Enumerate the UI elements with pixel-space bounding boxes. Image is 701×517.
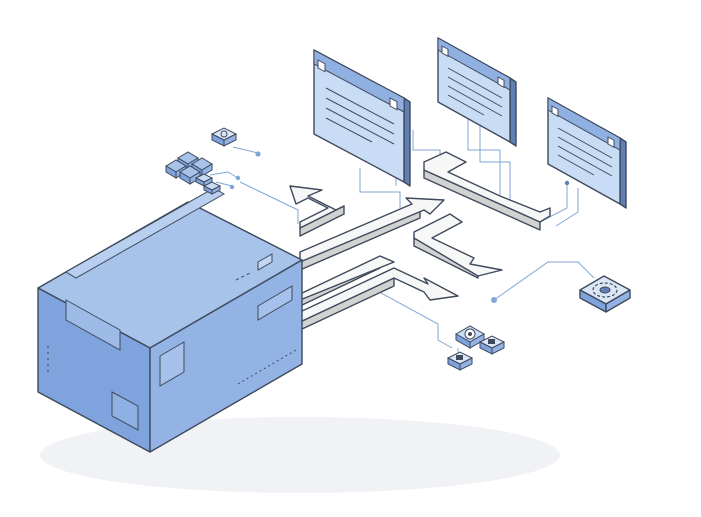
wire <box>232 146 259 154</box>
flow-arrow <box>289 185 345 237</box>
flow-arrows <box>289 151 551 331</box>
text-line <box>325 97 395 135</box>
window-panel <box>313 49 411 187</box>
window-button <box>317 59 326 73</box>
window-button <box>441 45 449 58</box>
wire <box>359 168 401 208</box>
flow-arrow <box>413 151 551 279</box>
node-cube <box>202 181 222 195</box>
wire-endpoint <box>229 184 235 190</box>
text-line <box>557 127 613 159</box>
wire <box>215 181 233 187</box>
shipping-box-icon <box>37 187 303 453</box>
window-panel <box>437 37 517 147</box>
text-line <box>325 107 395 145</box>
wire-endpoint <box>255 151 261 157</box>
wire <box>493 261 595 301</box>
target-icon <box>579 275 631 313</box>
box-label <box>257 253 273 271</box>
box-label <box>65 299 121 351</box>
window-button <box>607 136 615 149</box>
window-panel <box>547 97 627 209</box>
chip-node-icon <box>446 351 474 371</box>
box-label <box>257 285 293 321</box>
box-label <box>111 391 139 431</box>
wire <box>239 181 299 224</box>
connector-wires <box>209 118 595 358</box>
text-line <box>447 67 503 99</box>
wire-endpoint <box>491 297 497 303</box>
wire <box>479 126 511 200</box>
chip-node-icon <box>210 127 238 147</box>
text-line <box>325 117 373 143</box>
box-marking <box>235 271 253 281</box>
text-line <box>447 85 503 117</box>
network-cluster-icon <box>165 151 222 195</box>
wire <box>371 287 453 349</box>
window-button <box>497 76 505 89</box>
wire <box>555 188 579 227</box>
text-line <box>557 154 595 176</box>
wire-endpoint <box>564 180 570 186</box>
wire-endpoint <box>235 175 241 181</box>
gear-icon <box>454 325 506 355</box>
window-button <box>551 105 559 118</box>
box-label <box>159 341 185 387</box>
wire <box>209 171 239 179</box>
window-button <box>389 97 398 111</box>
text-line <box>447 94 485 116</box>
wire <box>467 118 501 196</box>
text-line <box>447 76 503 108</box>
text-line <box>557 136 613 168</box>
text-line <box>557 145 613 177</box>
box-marking <box>237 349 297 385</box>
text-line <box>325 87 395 125</box>
flow-arrow <box>299 255 459 331</box>
node-cube <box>194 173 214 187</box>
